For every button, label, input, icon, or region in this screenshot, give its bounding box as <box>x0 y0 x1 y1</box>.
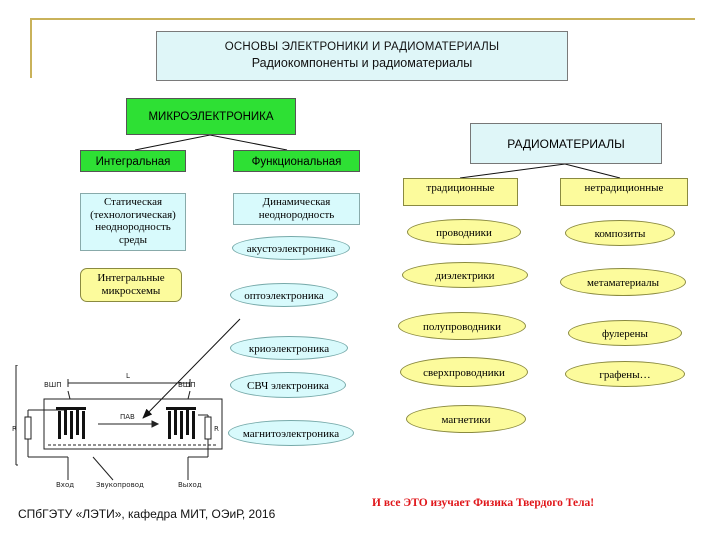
optoelectronics-arrow <box>142 318 241 419</box>
microwave-electronics-ellipse: СВЧ электроника <box>230 372 346 398</box>
header-line1: ОСНОВЫ ЭЛЕКТРОНИКИ И РАДИОМАТЕРИАЛЫ <box>224 41 500 53</box>
figure-label-length: L <box>126 372 130 380</box>
fullerenes-ellipse: фулерены <box>568 320 682 346</box>
composites-ellipse: композиты <box>565 220 675 246</box>
metamaterials-ellipse: метаматериалы <box>560 268 686 296</box>
figure-label-saw: ПАВ <box>120 413 135 421</box>
dielectrics-ellipse: диэлектрики <box>402 262 528 288</box>
static-inhomogeneity-box: Статическая (технологическая) неоднородн… <box>80 193 186 251</box>
graphenes-ellipse: графены… <box>565 361 685 387</box>
semiconductors-ellipse: полупроводники <box>398 312 526 340</box>
frame-top-line <box>30 18 695 20</box>
connector-group <box>134 134 621 419</box>
figure-label-r-out: R <box>214 425 219 433</box>
sound-duct-outline <box>43 398 223 450</box>
figure-label-r-in: R <box>12 425 17 433</box>
micro-to-integral-line <box>134 134 211 151</box>
header-box: ОСНОВЫ ЭЛЕКТРОНИКИ И РАДИОМАТЕРИАЛЫ Ради… <box>156 31 568 81</box>
header-line2: Радиокомпоненты и радиоматериалы <box>251 56 473 70</box>
figure-label-idt-out: ВШП <box>178 381 196 389</box>
traditional-box: традиционные <box>403 178 518 206</box>
idt-left-transducer <box>56 407 86 439</box>
figure-label-input: Вход <box>56 481 74 489</box>
input-resistor <box>24 416 32 440</box>
figure-label-sound-duct: Звукопровод <box>96 481 144 489</box>
conductors-ellipse: проводники <box>407 219 521 245</box>
radio-to-nontraditional-line <box>564 163 621 179</box>
sound-duct-pointer <box>92 456 114 481</box>
saw-device-figure: L ВШП ВШП ПАВ R R Звукопровод Вход Выход <box>12 365 223 489</box>
microelectronics-box: МИКРОЭЛЕКТРОНИКА <box>126 98 296 135</box>
integral-box: Интегральная <box>80 150 186 172</box>
footer-credit: СПбГЭТУ «ЛЭТИ», кафедра МИТ, ОЭиР, 2016 <box>18 507 276 521</box>
idt-right-transducer <box>166 407 196 439</box>
frame-left-line <box>30 18 32 78</box>
magnetics-ellipse: магнетики <box>406 405 526 433</box>
acoustoelectronics-ellipse: акустоэлектроника <box>232 236 350 260</box>
magnetoelectronics-ellipse: магнитоэлектроника <box>228 420 354 446</box>
integrated-circuits-box: Интегральные микросхемы <box>80 268 182 302</box>
superconductors-ellipse: сверхпроводники <box>400 357 528 387</box>
cryoelectronics-ellipse: криоэлектроника <box>230 336 348 360</box>
nontraditional-box: нетрадиционные <box>560 178 688 206</box>
optoelectronics-ellipse: оптоэлектроника <box>230 283 338 307</box>
output-resistor <box>204 416 212 440</box>
dynamic-inhomogeneity-box: Динамическая неоднородность <box>233 193 360 225</box>
radiomaterials-box: РАДИОМАТЕРИАЛЫ <box>470 123 662 164</box>
solid-state-physics-note: И все ЭТО изучает Физика Твердого Тела! <box>372 497 595 509</box>
functional-box: Функциональная <box>233 150 360 172</box>
figure-label-idt-in: ВШП <box>44 381 62 389</box>
figure-label-output: Выход <box>178 481 202 489</box>
micro-to-functional-line <box>209 134 288 151</box>
radio-to-traditional-line <box>459 163 566 179</box>
